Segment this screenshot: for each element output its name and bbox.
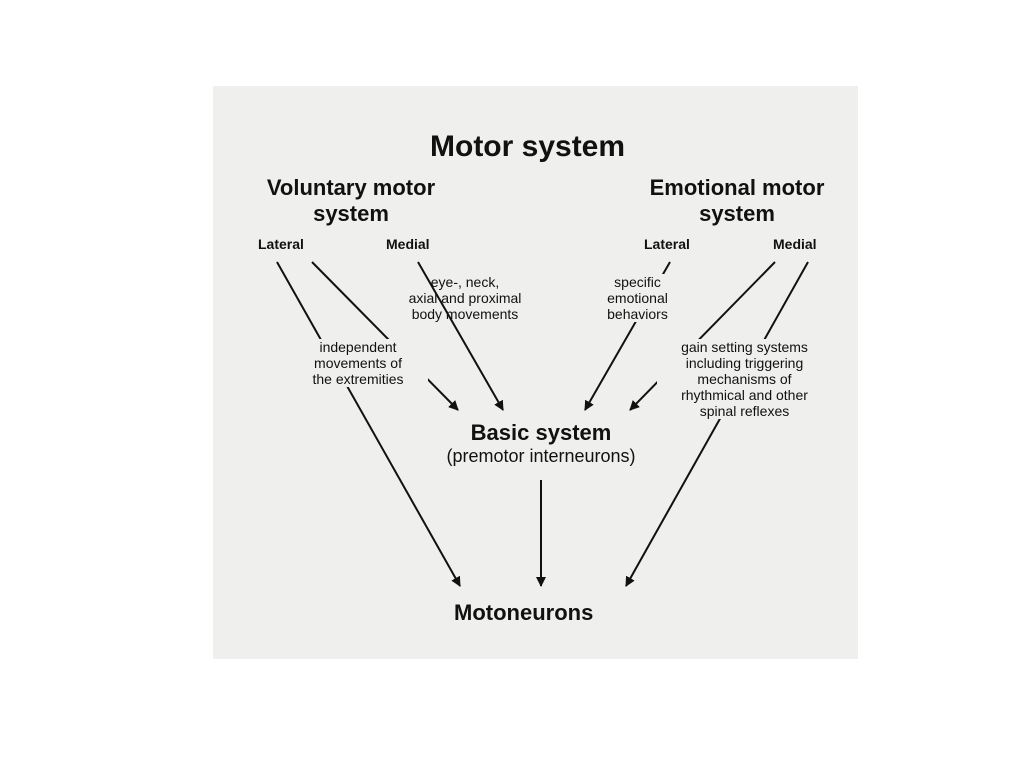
vol-lateral-desc-line1: independent <box>319 339 397 355</box>
motoneurons-node: Motoneurons <box>454 600 594 625</box>
diagram-title: Motor system <box>430 130 626 163</box>
vol-medial-desc-line1: eye-, neck, <box>430 274 500 290</box>
emotional-medial-label: Medial <box>773 236 817 252</box>
voluntary-medial-label: Medial <box>386 236 430 252</box>
emo-medial-desc-line4: rhythmical and other <box>681 387 808 403</box>
vol-lateral-desc-line2: movements of <box>314 355 402 371</box>
emo-lateral-desc-line2: emotional <box>607 290 668 306</box>
emo-medial-desc-line5: spinal reflexes <box>699 403 790 419</box>
arrow-emo-medial-to-basic <box>629 261 776 411</box>
emo-medial-desc-line2: including triggering <box>685 355 804 371</box>
basic-system-node: Basic system (premotor interneurons) <box>410 420 672 467</box>
voluntary-lateral-label: Lateral <box>258 236 304 252</box>
emo-medial-desc-line1: gain setting systems <box>681 339 808 355</box>
arrow-vol-medial-to-basic <box>417 261 504 411</box>
vol-medial-desc-line2: axial and proximal <box>408 290 522 306</box>
basic-system-title: Basic system <box>470 420 612 445</box>
vol-lateral-desc-line3: the extremities <box>312 371 404 387</box>
voluntary-lateral-description: independent movements of the extremities <box>288 339 428 387</box>
basic-system-subtitle: (premotor interneurons) <box>446 446 636 466</box>
voluntary-heading-line2: system <box>313 201 389 226</box>
emotional-medial-description: gain setting systems including triggerin… <box>657 339 832 419</box>
voluntary-heading-line1: Voluntary motor <box>266 175 436 200</box>
emotional-lateral-description: specific emotional behaviors <box>590 274 685 322</box>
emo-medial-desc-line3: mechanisms of <box>697 371 792 387</box>
emotional-heading-line1: Emotional motor <box>649 175 825 200</box>
emotional-heading: Emotional motor system <box>624 175 850 227</box>
voluntary-heading: Voluntary motor system <box>242 175 460 227</box>
emotional-lateral-label: Lateral <box>644 236 690 252</box>
emo-lateral-desc-line3: behaviors <box>607 306 668 322</box>
arrow-vol-lateral-to-basic <box>311 261 459 411</box>
arrow-emo-medial-to-motoneurons <box>625 261 809 587</box>
voluntary-medial-description: eye-, neck, axial and proximal body move… <box>385 274 545 322</box>
vol-medial-desc-line3: body movements <box>411 306 519 322</box>
emo-lateral-desc-line1: specific <box>614 274 661 290</box>
arrow-vol-lateral-to-motoneurons <box>276 261 461 587</box>
emotional-heading-line2: system <box>699 201 775 226</box>
